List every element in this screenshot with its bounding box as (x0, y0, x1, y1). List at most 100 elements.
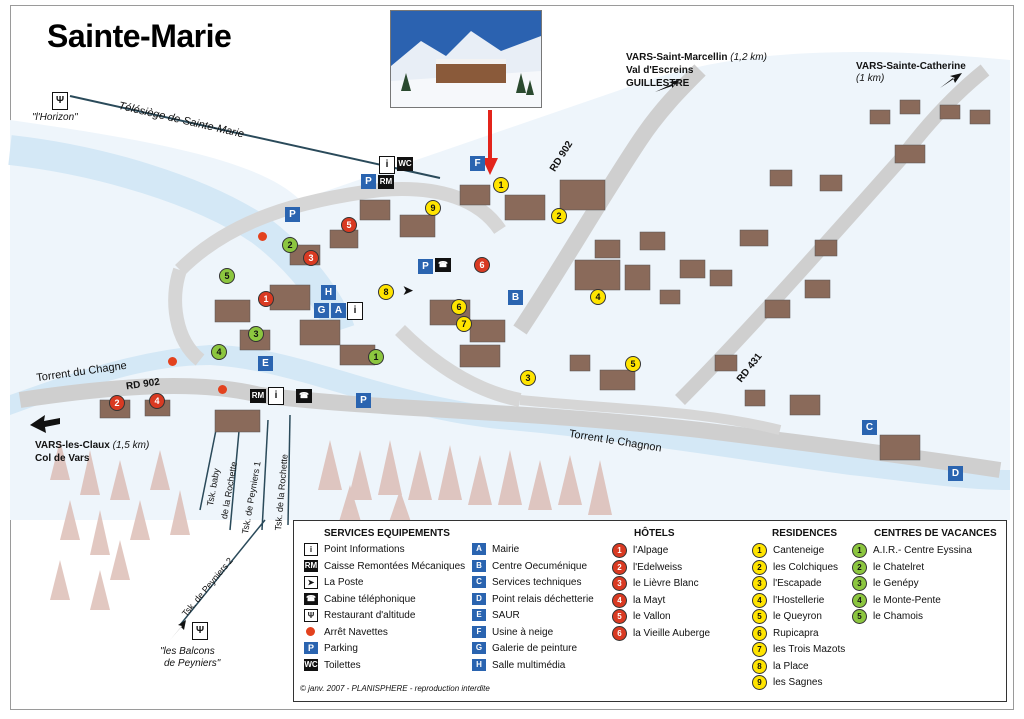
legend-shuttle-stop-icon (306, 627, 315, 637)
legend-post-icon: ➤ (304, 576, 318, 589)
service-c-marker: C (862, 420, 877, 435)
legend-service-f-label: Usine à neige (492, 626, 554, 638)
legend-centre-1-icon: 1 (852, 543, 867, 558)
legend-service-a-icon: A (472, 543, 486, 556)
residence-marker-4[interactable]: 4 (590, 289, 606, 305)
catherine-label: VARS-Sainte-Catherine (856, 61, 966, 72)
legend-residence-4-icon: 4 (752, 592, 767, 608)
claux-distance: (1,5 km) (112, 440, 150, 451)
parking-icon: P (361, 174, 376, 189)
legend-residence-6-icon: 6 (752, 625, 767, 641)
legend-service-f-icon: F (472, 625, 486, 638)
restaurant-icon: Ψ (192, 622, 208, 640)
catherine-distance: (1 km) (856, 73, 885, 84)
restaurant-icon: Ψ (52, 92, 68, 110)
copyright-note: © janv. 2007 - PLANISPHERE - reproductio… (300, 684, 490, 693)
phone-icon: ☎ (296, 389, 312, 403)
centre-marker-2[interactable]: 2 (282, 237, 298, 253)
legend-centre-4-icon: 4 (852, 592, 867, 608)
legend-centre-3-icon: 3 (852, 576, 867, 591)
legend-residence-8-label: la Place (773, 660, 809, 672)
service-g-marker: G (314, 303, 329, 318)
legend-hotel-3-label: le Lièvre Blanc (633, 578, 699, 590)
legend-info-icon: i (304, 543, 318, 556)
legend-service-b-icon: B (472, 559, 486, 572)
centre-marker-4[interactable]: 4 (211, 344, 227, 360)
hotel-marker-3[interactable]: 3 (303, 250, 319, 266)
legend-residence-1-label: Canteneige (773, 545, 825, 557)
shuttle-stop-icon (218, 385, 227, 394)
col-de-vars-label: Col de Vars (35, 453, 90, 464)
legend-hotel-4-icon: 4 (612, 592, 627, 608)
legend-centre-2-icon: 2 (852, 559, 867, 575)
legend-shuttle-stop-label: Arrêt Navettes (324, 626, 388, 638)
parking-icon: P (356, 393, 371, 408)
legend-hotel-4-label: la Mayt (633, 594, 666, 606)
hotel-marker-2[interactable]: 2 (109, 395, 125, 411)
phone-icon: ☎ (435, 258, 451, 272)
service-d-marker: D (948, 466, 963, 481)
legend-restaurant-label: Restaurant d'altitude (324, 610, 416, 622)
legend-services-title: SERVICES EQUIPEMENTS (324, 528, 450, 539)
residence-marker-3[interactable]: 3 (520, 370, 536, 386)
horizon-label: "l'Horizon" (32, 112, 78, 123)
residence-marker-1[interactable]: 1 (493, 177, 509, 193)
centre-marker-3[interactable]: 3 (248, 326, 264, 342)
hotel-marker-6[interactable]: 6 (474, 257, 490, 273)
legend-info-label: Point Informations (324, 544, 405, 556)
legend-service-d-label: Point relais déchetterie (492, 593, 594, 605)
legend-residence-6-label: Rupicapra (773, 627, 819, 639)
legend-service-a-label: Mairie (492, 544, 520, 555)
hotel-marker-5[interactable]: 5 (341, 217, 357, 233)
legend-hotel-2-label: l'Edelweiss (633, 561, 683, 573)
residence-marker-8[interactable]: 8 (378, 284, 394, 300)
parking-icon: P (418, 259, 433, 274)
centre-marker-5[interactable]: 5 (219, 268, 235, 284)
legend-toilets-label: Toilettes (324, 659, 361, 671)
claux-label: VARS-les-Claux (1,5 km) (35, 440, 149, 451)
hotel-marker-4[interactable]: 4 (149, 393, 165, 409)
legend-residence-4-label: l'Hostellerie (773, 594, 825, 606)
legend-post-label: La Poste (324, 577, 364, 589)
resort-photo (390, 10, 542, 108)
legend-centre-5-icon: 5 (852, 609, 867, 624)
legend-ski-lift-cash-icon: RM (304, 559, 318, 572)
marcellin-label: VARS-Saint-Marcellin (1,2 km) (626, 52, 767, 63)
escreins-label: Val d'Escreins (626, 65, 694, 76)
legend-centre-4-label: le Monte-Pente (873, 594, 941, 606)
legend-hotel-1-icon: 1 (612, 543, 627, 558)
residence-marker-2[interactable]: 2 (551, 208, 567, 224)
legend-hotel-2-icon: 2 (612, 559, 627, 575)
legend-residence-1-icon: 1 (752, 543, 767, 558)
hotel-marker-1[interactable]: 1 (258, 291, 274, 307)
legend-centre-3-label: le Genépy (873, 578, 919, 590)
legend-hotel-5-icon: 5 (612, 609, 627, 624)
legend-hotel-6-label: la Vieille Auberge (633, 627, 711, 639)
legend-phone: ☎Cabine téléphonique (304, 592, 416, 607)
balcons-label-2: de Peyniers" (164, 658, 221, 669)
legend-residence-6: 6 Rupicapra (752, 625, 819, 641)
residence-marker-6[interactable]: 6 (451, 299, 467, 315)
residence-marker-7[interactable]: 7 (456, 316, 472, 332)
residence-marker-9[interactable]: 9 (425, 200, 441, 216)
centre-marker-1[interactable]: 1 (368, 349, 384, 365)
parking-icon: P (285, 207, 300, 222)
info-icon: i (379, 156, 395, 174)
legend-residence-2-icon: 2 (752, 559, 767, 575)
guillestre-label: GUILLESTRE (626, 78, 690, 89)
ski-lift-cash-icon: RM (250, 389, 266, 403)
legend-phone-label: Cabine téléphonique (324, 593, 416, 605)
residence-marker-5[interactable]: 5 (625, 356, 641, 372)
